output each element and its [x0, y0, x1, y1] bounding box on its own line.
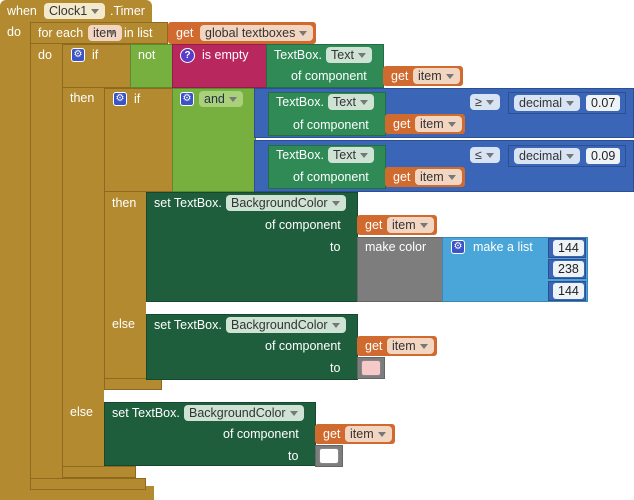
decimal2-dropdown[interactable]: decimal — [514, 148, 581, 164]
green-value-field[interactable]: 238 — [553, 261, 584, 277]
outer-if-footer — [62, 466, 136, 478]
not-block[interactable] — [130, 44, 174, 88]
outer-else-label: else — [70, 405, 93, 419]
compare2-item-dropdown[interactable]: item — [415, 169, 462, 185]
set1-item-dropdown[interactable]: item — [387, 217, 434, 233]
inner-if-mutator-gear-icon[interactable]: ⚙ — [113, 92, 127, 106]
compare1-text-prop-dropdown[interactable]: Text — [328, 94, 374, 110]
inner-if-label: if — [134, 92, 141, 106]
event-name-label: .Timer — [110, 4, 145, 18]
compare2-op-dropdown[interactable]: ≤ — [470, 147, 500, 163]
inner-else-label: else — [112, 317, 135, 331]
get-label: get — [176, 26, 194, 40]
not-label: not — [138, 48, 156, 62]
is-empty-help-icon[interactable]: ? — [180, 48, 195, 63]
compare2-get-label: get — [393, 170, 411, 184]
and-mutator-gear-icon[interactable]: ⚙ — [180, 92, 194, 106]
set2-of-component-label: of component — [265, 339, 341, 353]
outer-if-label: if — [92, 48, 99, 62]
is-empty-label: is empty — [202, 48, 249, 62]
outer-text-prop-dropdown[interactable]: Text — [326, 47, 372, 63]
compare1-textbox-block[interactable] — [268, 92, 386, 136]
foreach-do-label: do — [38, 48, 52, 62]
set3-label: set TextBox. — [112, 406, 180, 420]
foreach-body — [30, 44, 62, 488]
decimal1-dropdown[interactable]: decimal — [514, 95, 581, 111]
compare1-of-component-label: of component — [293, 118, 369, 132]
make-color-label: make color — [365, 240, 427, 254]
set2-item-dropdown[interactable]: item — [387, 338, 434, 354]
do-label: do — [7, 25, 21, 39]
when-label: when — [7, 4, 37, 18]
compare1-get-label: get — [393, 117, 411, 131]
outer-get-label: get — [391, 69, 409, 83]
compare2-of-component-label: of component — [293, 170, 369, 184]
set1-of-component-label: of component — [265, 218, 341, 232]
event-block-body — [0, 22, 30, 492]
inner-if-body — [104, 192, 146, 388]
outer-item-dropdown[interactable]: item — [413, 68, 460, 84]
compare1-op-dropdown[interactable]: ≥ — [470, 94, 500, 110]
foreach-footer — [30, 478, 146, 490]
outer-if-mutator-gear-icon[interactable]: ⚙ — [71, 48, 85, 62]
decimal1-value-field[interactable]: 0.07 — [586, 95, 621, 111]
red-value-field[interactable]: 144 — [553, 240, 584, 256]
inner-then-label: then — [112, 196, 137, 210]
compare2-textbox-label: TextBox. — [276, 148, 324, 162]
set3-to-label: to — [288, 449, 299, 463]
set3-item-dropdown[interactable]: item — [345, 426, 392, 442]
compare2-text-prop-dropdown[interactable]: Text — [328, 147, 374, 163]
set2-prop-dropdown[interactable]: BackgroundColor — [226, 317, 346, 333]
set3-prop-dropdown[interactable]: BackgroundColor — [184, 405, 304, 421]
compare1-textbox-label: TextBox. — [276, 95, 324, 109]
set2-label: set TextBox. — [154, 318, 222, 332]
foreach-label: for each — [38, 26, 84, 40]
set2-get-label: get — [365, 339, 383, 353]
blue-value-field[interactable]: 144 — [553, 283, 584, 299]
make-color-block[interactable] — [357, 237, 443, 302]
clock-component-dropdown[interactable]: Clock1 — [44, 3, 106, 19]
foreach-var-field[interactable]: item — [88, 25, 122, 41]
set1-get-label: get — [365, 218, 383, 232]
white-color-swatch[interactable] — [319, 448, 339, 464]
outer-if-body — [62, 88, 104, 478]
decimal2-value-field[interactable]: 0.09 — [586, 148, 621, 164]
inner-if-footer — [104, 378, 162, 390]
make-list-mutator-gear-icon[interactable]: ⚙ — [451, 240, 465, 254]
pink-color-swatch[interactable] — [361, 360, 381, 376]
set3-get-label: get — [323, 427, 341, 441]
outer-textbox-label: TextBox. — [274, 48, 322, 62]
compare1-item-dropdown[interactable]: item — [415, 116, 462, 132]
outer-if-block[interactable] — [62, 44, 132, 88]
global-textboxes-dropdown[interactable]: global textboxes — [200, 25, 314, 41]
set1-to-label: to — [330, 240, 341, 254]
set2-to-label: to — [330, 361, 341, 375]
make-a-list-label: make a list — [473, 240, 533, 254]
outer-of-component-label: of component — [291, 69, 367, 83]
set3-of-component-label: of component — [223, 427, 299, 441]
and-op-dropdown[interactable]: and — [199, 91, 243, 107]
set1-prop-dropdown[interactable]: BackgroundColor — [226, 195, 346, 211]
in-list-label: in list — [124, 26, 153, 40]
set1-label: set TextBox. — [154, 196, 222, 210]
outer-then-label: then — [70, 91, 95, 105]
